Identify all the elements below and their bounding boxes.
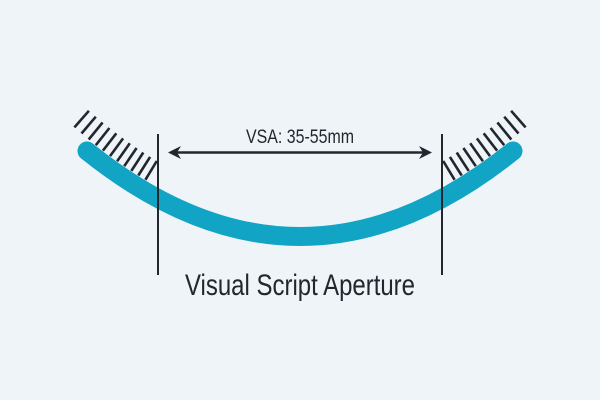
hatch-stroke [489,127,506,147]
hatch-stroke [130,151,145,172]
hatch-stroke [510,109,527,129]
hatch-stroke [144,160,158,181]
hatch-stroke [496,121,513,141]
diagram-caption: Visual Script Aperture [185,269,415,302]
hatch-stroke [73,109,90,129]
hatch-stroke [475,137,492,157]
hatch-stroke [469,142,484,162]
hatch-stroke [108,137,125,157]
hatch-stroke [87,121,104,141]
measurement-arrow [168,146,432,159]
arrowhead-left-icon [168,146,181,159]
hatch-left-group [73,109,158,181]
arrowhead-right-icon [419,146,432,159]
hatch-stroke [482,132,499,152]
hatch-stroke [503,115,520,135]
measurement-label: VSA: 35-55mm [246,127,354,148]
hatch-stroke [448,156,463,177]
hatch-right-group [442,109,527,181]
hatch-stroke [462,147,477,167]
hatch-stroke [442,160,456,181]
hatch-stroke [80,115,97,135]
lens-curve [77,141,523,246]
hatch-stroke [123,147,138,167]
hatch-stroke [94,127,111,147]
hatch-stroke [101,132,118,152]
hatch-stroke [116,142,131,162]
hatch-stroke [137,156,152,177]
hatch-stroke [455,151,470,172]
